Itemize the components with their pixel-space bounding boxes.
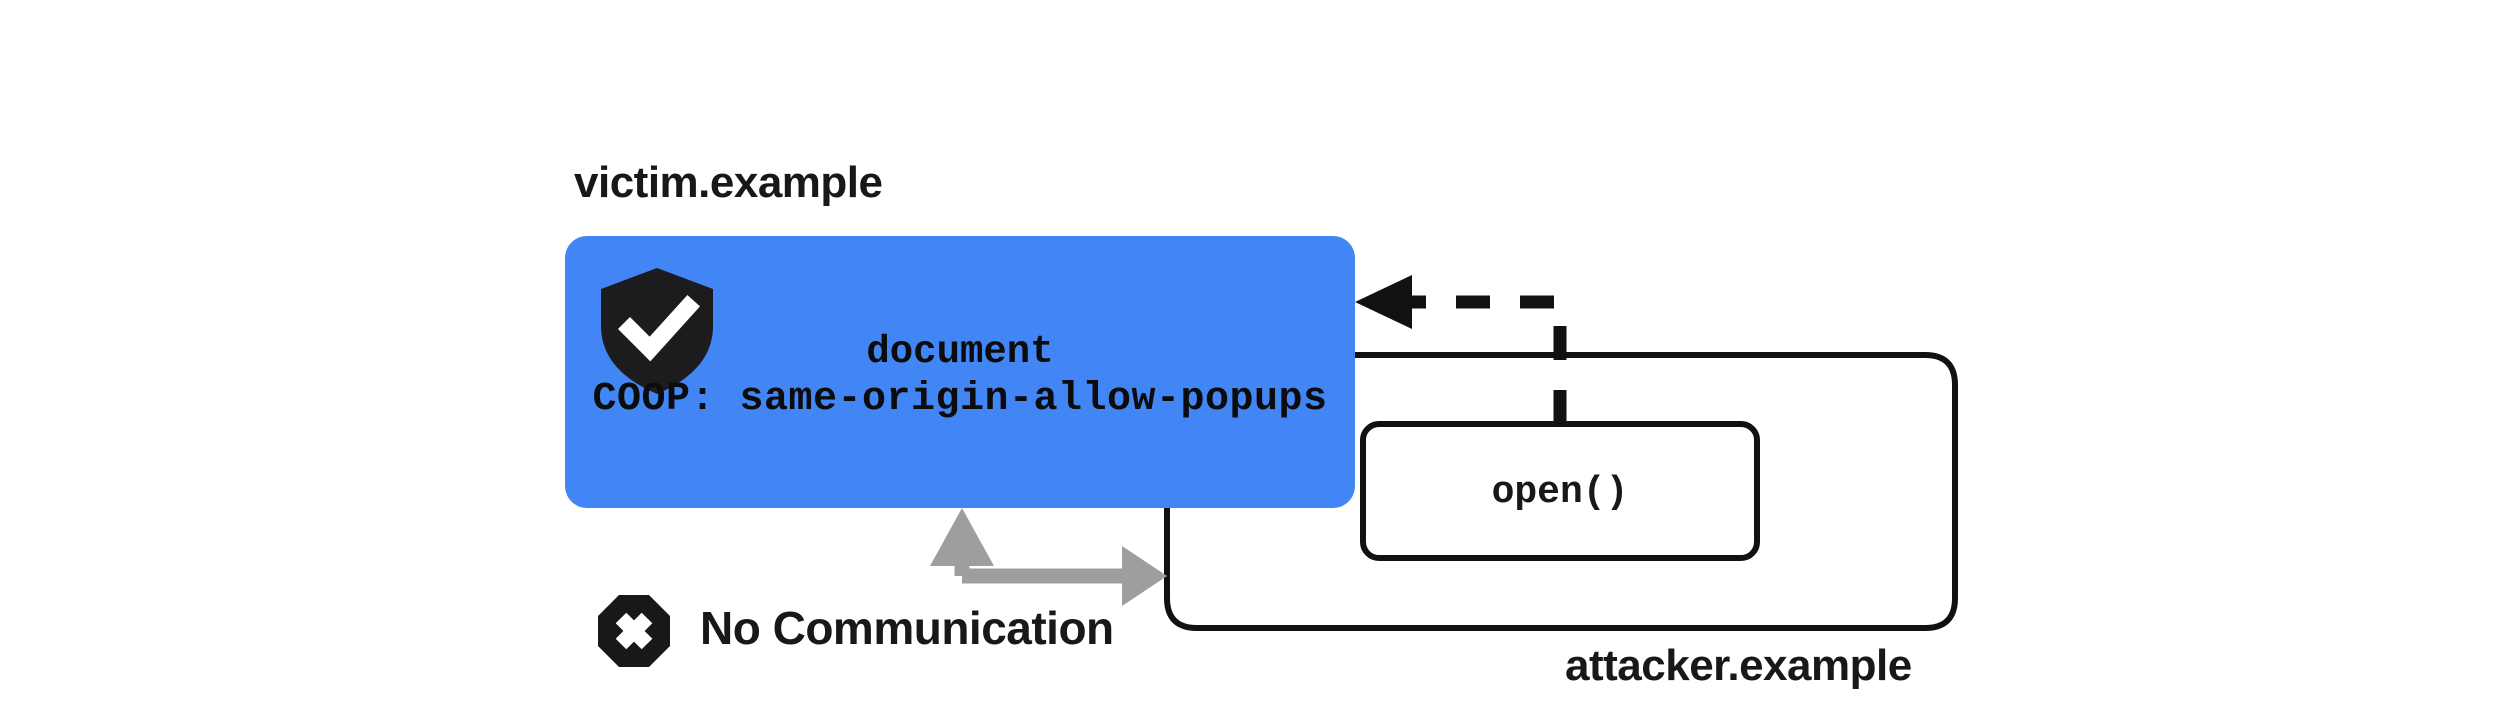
victim-document-box bbox=[565, 236, 1355, 508]
shield-check-icon bbox=[601, 268, 713, 394]
victim-coop-header-label: COOP: same-origin-allow-popups bbox=[592, 377, 1328, 422]
no-communication-label: No Communication bbox=[700, 602, 1114, 654]
dashed-open-arrow bbox=[1355, 275, 1567, 424]
attacker-context-outline bbox=[1164, 352, 1958, 631]
no-communication-arrow bbox=[930, 508, 1167, 606]
attacker-origin-label: attacker.example bbox=[1565, 641, 1912, 690]
open-popup-label: open() bbox=[1491, 471, 1629, 514]
victim-document-label: document bbox=[866, 330, 1054, 374]
octagon-x-icon bbox=[598, 595, 670, 667]
victim-origin-label: victim.example bbox=[574, 158, 883, 207]
